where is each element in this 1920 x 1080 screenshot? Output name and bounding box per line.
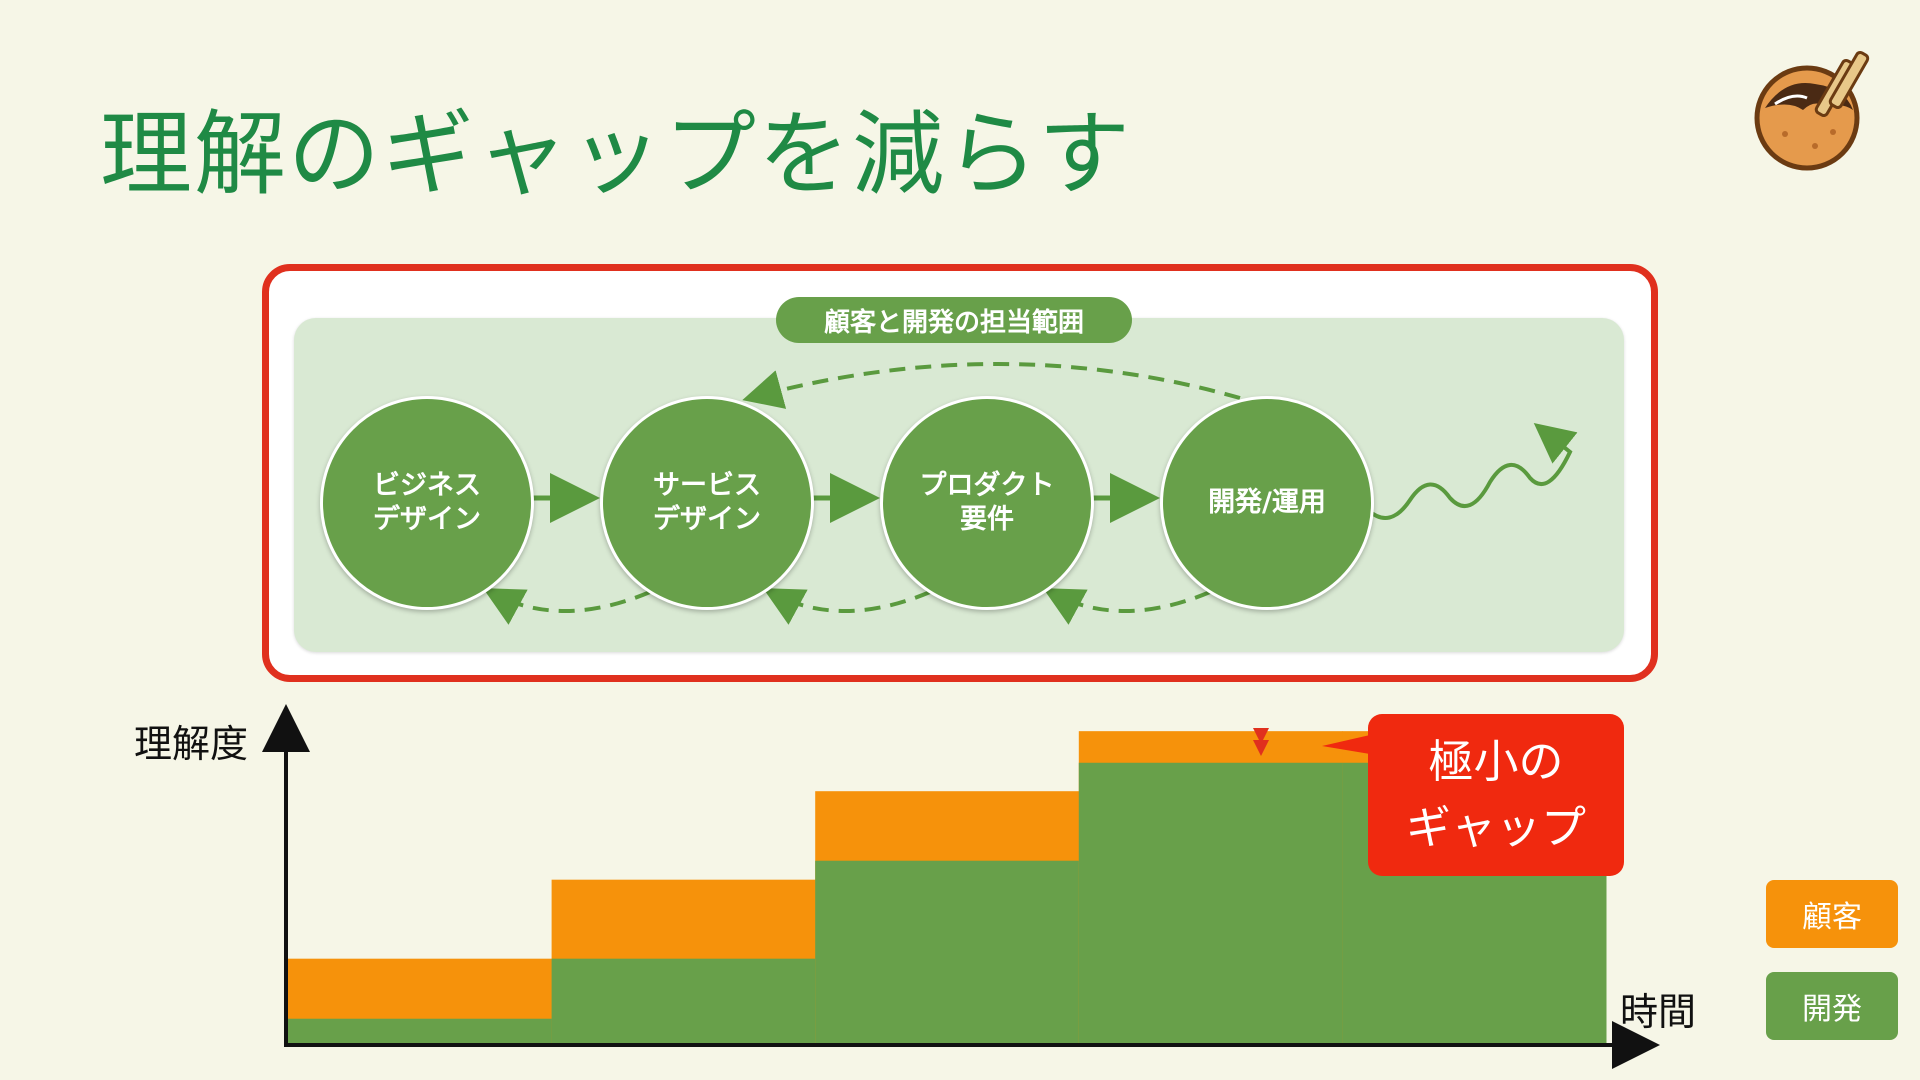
stage-product-requirements: プロダクト 要件 xyxy=(880,396,1094,610)
stage-label-line1: サービス xyxy=(653,470,761,501)
feedback-arrow-bottom-2 xyxy=(762,588,931,625)
dev-step-bar xyxy=(815,860,1080,1044)
callout-pointer xyxy=(1322,735,1370,754)
y-axis-label: 理解度 xyxy=(134,722,249,766)
growth-wave-arrow xyxy=(1366,423,1578,520)
callout-line1: 極小の xyxy=(1428,735,1564,788)
gap-callout: 極小の ギャップ xyxy=(1368,714,1624,876)
stage-label-line2: デザイン xyxy=(373,504,481,535)
stage-dev-ops: 開発/運用 xyxy=(1160,396,1374,610)
x-axis-label: 時間 xyxy=(1620,990,1697,1034)
feedback-arrow-top xyxy=(742,362,1241,409)
feedback-arrow-bottom-3 xyxy=(1042,588,1211,625)
legend-customer: 顧客 xyxy=(1766,880,1898,948)
feedback-arrow-bottom-1 xyxy=(482,588,651,625)
stage-service-design: サービス デザイン xyxy=(600,396,814,610)
dev-step-bar xyxy=(288,1018,553,1044)
stage-label-line1: 開発/運用 xyxy=(1208,487,1326,518)
stage-label-line1: ビジネス xyxy=(373,470,481,501)
dev-step-bar xyxy=(551,958,816,1044)
dev-step-bar xyxy=(1078,762,1343,1044)
stage-label-line2: 要件 xyxy=(960,504,1014,535)
callout-line2: ギャップ xyxy=(1405,801,1586,854)
page-title: 理解のギャップを減らす xyxy=(100,101,1133,208)
takoyaki-logo-icon xyxy=(1754,50,1870,171)
stage-label-line1: プロダクト xyxy=(919,470,1055,501)
stage-label-line2: デザイン xyxy=(653,504,761,535)
stage-business-design: ビジネス デザイン xyxy=(320,396,534,610)
legend-dev: 開発 xyxy=(1766,972,1898,1040)
scope-label: 顧客と開発の担当範囲 xyxy=(776,297,1132,343)
